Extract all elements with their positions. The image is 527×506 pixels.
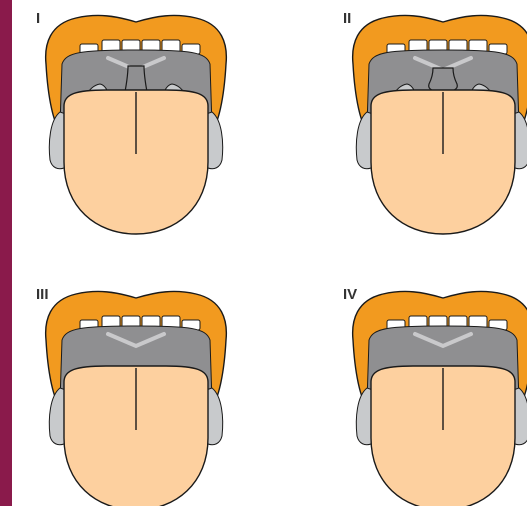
- mallampati-panel-3: III: [36, 276, 236, 506]
- mouth-illustration-4: [343, 276, 527, 506]
- uvula-base: [429, 68, 458, 92]
- mouth-group: [46, 15, 227, 234]
- mouth-illustration-2: [343, 2, 527, 232]
- accent-side-bar: [0, 0, 12, 506]
- mallampati-panel-2: II: [343, 2, 527, 232]
- mouth-group: [353, 15, 527, 234]
- mallampati-panel-4: IV: [343, 276, 527, 506]
- mallampati-panel-1: I: [36, 2, 236, 232]
- mouth-illustration-1: [36, 2, 236, 232]
- mouth-illustration-3: [36, 276, 236, 506]
- mouth-group: [46, 291, 227, 506]
- mouth-group: [353, 291, 527, 506]
